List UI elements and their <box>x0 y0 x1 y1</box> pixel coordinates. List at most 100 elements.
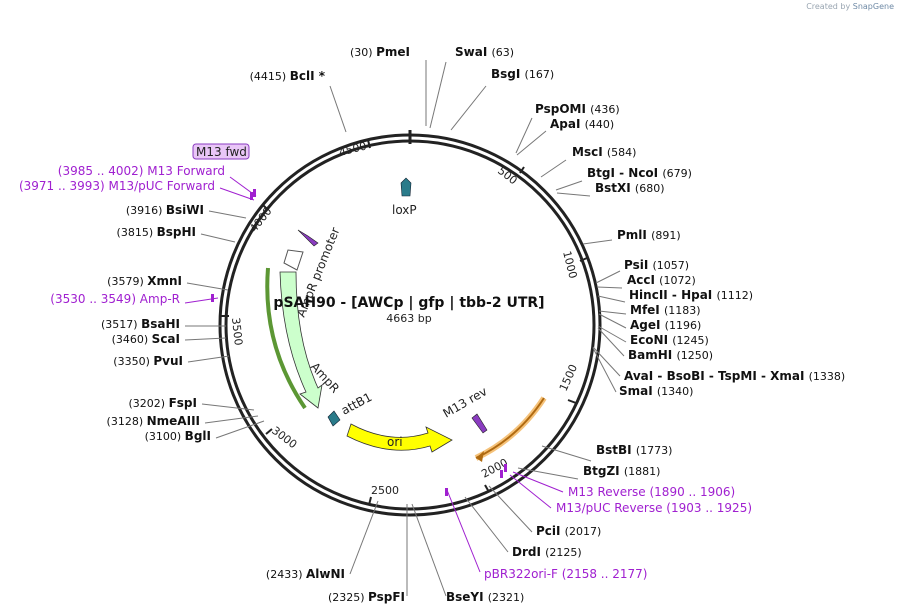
site-name: HincII - HpaI <box>629 288 716 302</box>
features: loxP AmpR promoter ... AmpR attB1 ori M1… <box>265 177 547 462</box>
attb1-arrow <box>327 410 341 427</box>
primer-label: M13/pUC Reverse (1903 .. 1925) <box>556 501 752 515</box>
site-leader-line <box>187 355 230 363</box>
tick-mark-1000 <box>579 257 588 262</box>
restriction-site-label: (3202) FspI <box>129 396 197 410</box>
tick-label-4500: 4500 <box>338 140 368 159</box>
site-name: XmnI <box>147 274 182 288</box>
primer-leader-line <box>446 489 481 573</box>
restriction-site-label: SmaI (1340) <box>619 384 693 398</box>
restriction-site-label: (4415) BclI * <box>250 69 326 83</box>
primer-label: (3530 .. 3549) Amp-R <box>50 292 180 306</box>
site-leader-line <box>349 500 379 575</box>
site-position: (1340) <box>657 385 694 398</box>
primer-binding-mark <box>504 464 507 472</box>
loxp-label: loxP <box>392 203 417 217</box>
site-position: (1112) <box>716 289 753 302</box>
site-leader-line <box>595 270 621 284</box>
tick-mark-4500 <box>367 139 371 149</box>
site-name: BsaHI <box>141 317 180 331</box>
site-name: BtgZI <box>583 464 624 478</box>
restriction-site-label: PmlI (891) <box>617 228 681 242</box>
site-leader-line <box>450 85 487 131</box>
restriction-site-label: SwaI (63) <box>455 45 514 59</box>
site-leader-line <box>556 192 591 197</box>
site-name: EcoNI <box>630 333 672 347</box>
gfp-arc-glow <box>474 396 547 461</box>
site-leader-line <box>541 445 592 462</box>
site-position: (3128) <box>107 415 147 428</box>
site-leader-line <box>597 327 625 357</box>
ampr-promoter-arrow <box>283 249 304 271</box>
site-name: BtgI - NcoI <box>587 166 662 180</box>
site-leader-line <box>555 180 583 191</box>
site-name: ScaI <box>152 332 180 346</box>
site-position: (3460) <box>112 333 152 346</box>
snapgene-credit: Created by SnapGene <box>806 2 894 11</box>
site-name: AlwNI <box>306 567 345 581</box>
tick-mark-3000 <box>265 428 273 435</box>
site-leader-line <box>516 130 547 156</box>
site-leader-line <box>215 420 265 439</box>
site-position: (167) <box>525 68 555 81</box>
site-leader-line <box>582 239 613 245</box>
site-leader-line <box>597 295 626 303</box>
site-name: BseYI <box>446 590 488 604</box>
ampr-arrow <box>279 271 323 409</box>
site-name: NmeAIII <box>147 414 200 428</box>
restriction-site-label: (3460) ScaI <box>112 332 180 346</box>
site-position: (1245) <box>672 334 709 347</box>
site-leader-line <box>597 325 627 343</box>
restriction-site-label: BstXI (680) <box>595 181 665 195</box>
site-name: BsiWI <box>166 203 204 217</box>
tick-mark-2500 <box>368 496 372 506</box>
site-leader-line <box>329 85 347 133</box>
ori-label: ori <box>387 435 403 449</box>
restriction-site-label: BamHI (1250) <box>628 348 713 362</box>
restriction-site-label: BstBI (1773) <box>596 443 672 457</box>
restriction-site-label: AvaI - BsoBI - TspMI - XmaI (1338) <box>624 369 845 383</box>
ampr-glow <box>265 267 307 410</box>
site-leader-line <box>411 503 447 597</box>
restriction-site-label: (3350) PvuI <box>113 354 183 368</box>
primer-binding-mark <box>445 488 448 496</box>
m13-fwd-label: M13 fwd <box>196 145 247 159</box>
site-name: PsiI <box>624 258 652 272</box>
tick-mark-1500 <box>567 399 577 404</box>
restriction-site-label: DrdI (2125) <box>512 545 582 559</box>
primer-leader-line <box>512 471 564 493</box>
site-name: PmeI <box>376 45 410 59</box>
credit-prefix: Created by <box>806 2 851 11</box>
restriction-site-label: EcoNI (1245) <box>630 333 709 347</box>
site-leader-line <box>598 310 627 315</box>
m13-rev-label: M13 rev <box>441 384 490 420</box>
site-position: (2325) <box>328 591 368 604</box>
restriction-site-label: (3815) BspHI <box>117 225 196 239</box>
site-position: (63) <box>491 46 514 59</box>
site-name: ApaI <box>550 117 585 131</box>
site-position: (584) <box>607 146 637 159</box>
restriction-site-label: HincII - HpaI (1112) <box>629 288 753 302</box>
site-name: BglI <box>185 429 211 443</box>
restriction-site-label: (3100) BglI <box>145 429 211 443</box>
site-position: (891) <box>651 229 681 242</box>
tick-label-1000: 1000 <box>560 250 579 280</box>
site-leader-line <box>429 61 447 129</box>
primer-binding-mark <box>500 470 503 478</box>
site-leader-line <box>184 337 227 341</box>
site-position: (1196) <box>665 319 702 332</box>
restriction-site-label: MscI (584) <box>572 145 636 159</box>
restriction-site-label: PsiI (1057) <box>624 258 689 272</box>
tick-mark-4000 <box>262 204 269 211</box>
loxp-arrow <box>400 177 412 197</box>
site-name: PmlI <box>617 228 651 242</box>
site-name: SwaI <box>455 45 491 59</box>
site-name: PspOMI <box>535 102 590 116</box>
site-position: (1183) <box>664 304 701 317</box>
primer-binding-mark <box>253 189 256 197</box>
site-leader-line <box>200 233 236 243</box>
restriction-site-label: PciI (2017) <box>536 524 601 538</box>
m13-rev-arrow <box>471 413 488 434</box>
restriction-site-label: (30) PmeI <box>350 45 410 59</box>
